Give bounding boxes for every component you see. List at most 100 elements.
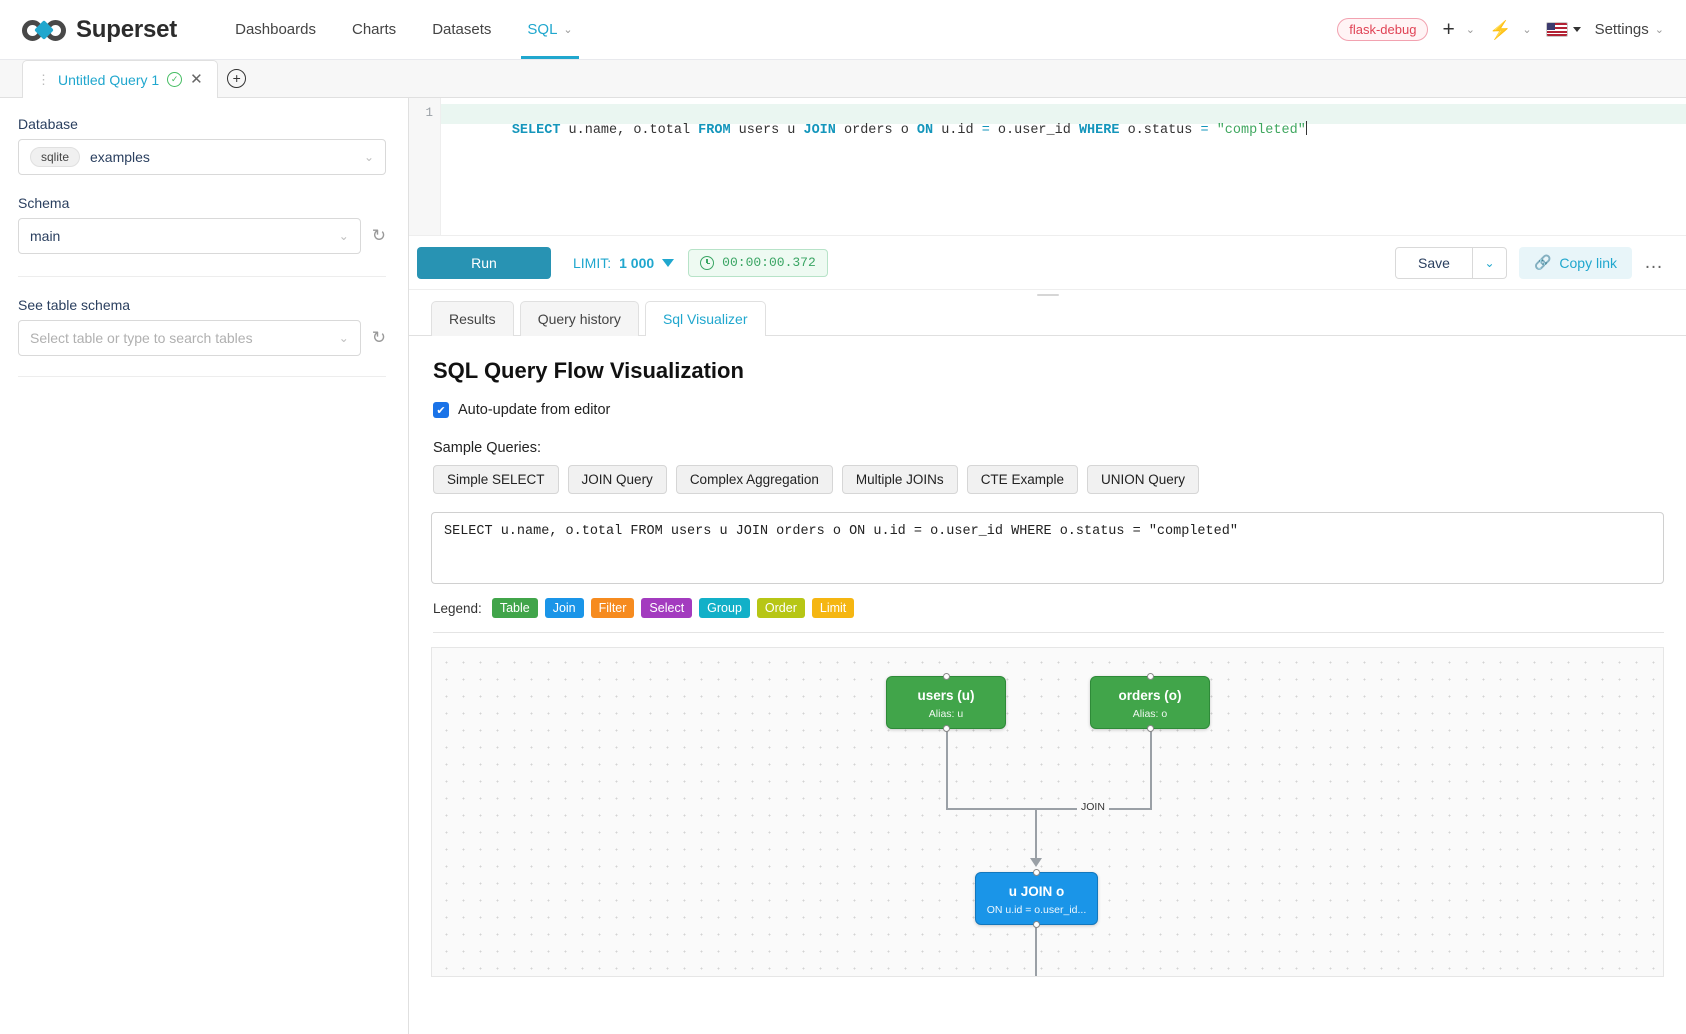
node-users[interactable]: users (u) Alias: u	[886, 673, 1006, 732]
language-selector[interactable]	[1545, 22, 1581, 37]
limit-dropdown[interactable]: LIMIT: 1 000	[573, 254, 675, 271]
sample-button-multiple-joins[interactable]: Multiple JOINs	[841, 465, 958, 494]
auto-update-row[interactable]: ✔ Auto-update from editor	[433, 402, 1664, 418]
save-button-group: Save ⌄	[1395, 246, 1507, 279]
node-join[interactable]: u JOIN o ON u.id = o.user_id...	[975, 869, 1098, 928]
nav-link-sql[interactable]: SQL ⌄	[509, 0, 590, 59]
settings-label: Settings	[1594, 21, 1649, 38]
legend-label: Legend:	[433, 600, 482, 616]
node-handle-top[interactable]	[1146, 673, 1154, 680]
copy-link-button[interactable]: 🔗 Copy link	[1518, 246, 1632, 279]
brand-logo-group[interactable]: Superset	[22, 16, 177, 44]
query-tab-label: Untitled Query 1	[58, 71, 160, 88]
tab-sql-visualizer-label: Sql Visualizer	[662, 311, 748, 327]
auto-update-checkbox[interactable]: ✔	[433, 402, 449, 418]
edge-to-join	[1035, 808, 1037, 860]
node-handle-top[interactable]	[1033, 869, 1040, 876]
table-select[interactable]: Select table or type to search tables ⌄	[18, 320, 361, 356]
tab-sql-visualizer[interactable]: Sql Visualizer	[644, 301, 766, 336]
us-flag-icon	[1545, 22, 1568, 37]
pane-resize-handle[interactable]	[409, 290, 1686, 300]
chevron-down-icon: ⌄	[1522, 24, 1532, 36]
limit-value: 1 000	[619, 254, 655, 271]
edge-join-down	[1035, 920, 1037, 976]
flow-canvas[interactable]: JOIN users (u) Alias: u orders (o) Alias…	[431, 647, 1664, 977]
save-dropdown-toggle[interactable]: ⌄	[1472, 246, 1507, 279]
legend-item-group: Group	[699, 598, 750, 618]
main-nav: Dashboards Charts Datasets SQL ⌄	[217, 0, 591, 59]
auto-update-label: Auto-update from editor	[458, 402, 611, 418]
node-orders[interactable]: orders (o) Alias: o	[1090, 673, 1210, 732]
refresh-tables-icon[interactable]: ↻	[371, 328, 386, 347]
sql-input-textarea[interactable]	[431, 512, 1664, 584]
database-label: Database	[18, 116, 78, 132]
chevron-down-icon: ⌄	[1484, 255, 1495, 270]
node-handle-bottom[interactable]	[1033, 921, 1040, 928]
text-cursor	[1305, 121, 1307, 135]
code-token: FROM	[698, 123, 731, 138]
editor-code-line: SELECT u.name, o.total FROM users u JOIN…	[441, 104, 1686, 138]
table-placeholder: Select table or type to search tables	[30, 330, 253, 346]
check-circle-icon: ✓	[167, 72, 183, 87]
top-navbar: Superset Dashboards Charts Datasets SQL …	[0, 0, 1686, 60]
query-tab-untitled-query-1[interactable]: ⋮ Untitled Query 1 ✓ ✕	[22, 60, 218, 98]
schema-select[interactable]: main ⌄	[18, 218, 361, 254]
sidebar-divider-2	[18, 376, 386, 377]
nav-link-charts-label: Charts	[352, 21, 397, 38]
code-token	[1209, 123, 1217, 138]
copy-link-label: Copy link	[1559, 254, 1617, 271]
code-token: orders o	[835, 123, 917, 138]
nav-link-charts[interactable]: Charts	[334, 0, 414, 59]
schema-label: Schema	[18, 195, 70, 211]
run-button[interactable]: Run	[417, 246, 551, 279]
tab-query-history[interactable]: Query history	[519, 301, 639, 336]
caret-down-icon	[662, 258, 675, 267]
drag-handle-icon[interactable]: ⋮	[37, 72, 50, 87]
node-handle-bottom[interactable]	[942, 725, 950, 732]
node-users-subtitle: Alias: u	[928, 708, 964, 720]
sql-visualizer-panel: SQL Query Flow Visualization ✔ Auto-upda…	[409, 336, 1686, 1034]
edge-orders-down	[1150, 729, 1152, 809]
edge-arrowhead	[1030, 858, 1042, 867]
node-handle-bottom[interactable]	[1146, 725, 1154, 732]
sample-button-union-query[interactable]: UNION Query	[1086, 465, 1199, 494]
nav-link-sql-label: SQL	[527, 21, 558, 38]
flask-debug-badge: flask-debug	[1337, 18, 1429, 41]
line-number: 1	[425, 106, 433, 120]
refresh-schema-icon[interactable]: ↻	[371, 226, 386, 245]
sample-button-simple-select[interactable]: Simple SELECT	[433, 465, 559, 494]
sample-button-complex-aggregation[interactable]: Complex Aggregation	[675, 465, 833, 494]
editor-toolbar: Run LIMIT: 1 000 00:00:00.372 Save ⌄ 🔗	[409, 236, 1686, 290]
node-join-subtitle: ON u.id = o.user_id...	[986, 904, 1087, 916]
result-tab-bar: Results Query history Sql Visualizer	[409, 300, 1686, 336]
database-select[interactable]: sqlite examples ⌄	[18, 139, 386, 175]
limit-label: LIMIT:	[573, 254, 612, 271]
settings-menu[interactable]: Settings ⌄	[1595, 21, 1664, 38]
sidebar-divider	[18, 276, 386, 277]
nav-link-datasets[interactable]: Datasets	[414, 0, 509, 59]
link-icon: 🔗	[1533, 254, 1552, 270]
sql-editor[interactable]: 1 SELECT u.name, o.total FROM users u JO…	[409, 98, 1686, 236]
save-button[interactable]: Save	[1395, 246, 1473, 279]
plus-circle-icon: +	[227, 68, 247, 88]
nav-link-dashboards[interactable]: Dashboards	[217, 0, 334, 59]
code-token: users u	[730, 123, 804, 138]
left-sidebar: Database sqlite examples ⌄ Schema main ⌄…	[0, 98, 409, 1034]
new-menu-button[interactable]: + ⌄	[1442, 19, 1474, 40]
code-token: JOIN	[803, 123, 836, 138]
node-orders-title: orders (o)	[1118, 688, 1182, 703]
legend-item-join: Join	[544, 598, 584, 618]
new-query-tab-button[interactable]: +	[217, 59, 256, 97]
tab-results[interactable]: Results	[431, 301, 514, 336]
caret-down-icon	[1572, 27, 1581, 32]
sample-button-join-query[interactable]: JOIN Query	[567, 465, 667, 494]
node-handle-top[interactable]	[942, 673, 950, 680]
schema-value: main	[30, 228, 61, 244]
timer-value: 00:00:00.372	[722, 255, 816, 270]
sample-button-cte-example[interactable]: CTE Example	[966, 465, 1078, 494]
code-token: u.name, o.total	[560, 123, 699, 138]
more-options-icon[interactable]: …	[1644, 252, 1664, 273]
close-icon[interactable]: ✕	[190, 71, 203, 88]
quick-actions-button[interactable]: ⚡ ⌄	[1489, 21, 1532, 39]
tab-results-label: Results	[449, 311, 496, 327]
